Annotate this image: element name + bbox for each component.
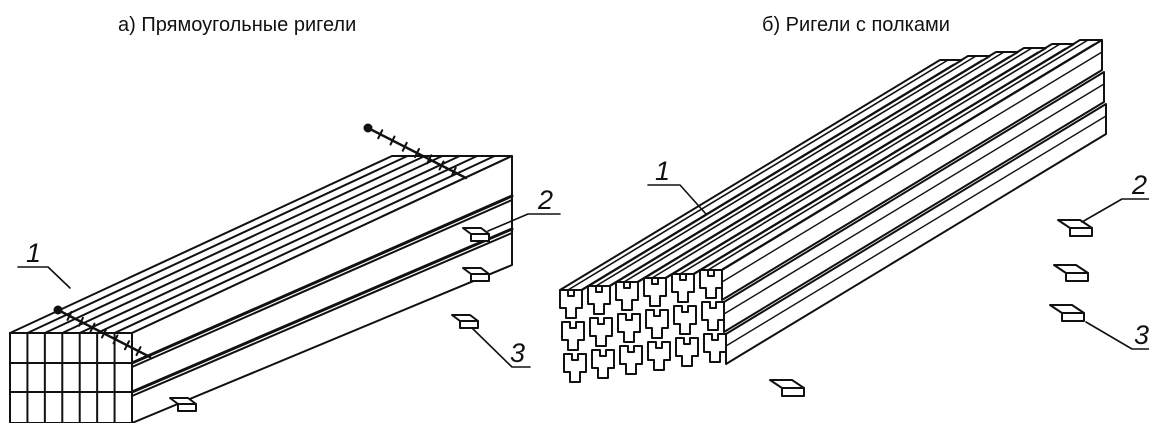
tie-tick <box>101 328 107 339</box>
beam-edge-line <box>61 155 444 334</box>
tie-tick <box>112 334 119 345</box>
label-b-2: 2 <box>1131 170 1147 200</box>
timber-pad <box>769 379 805 389</box>
flange-edge <box>651 47 1033 279</box>
crossbar-end-profile <box>615 281 639 311</box>
crossbar-end-profile <box>617 313 641 343</box>
crossbar-end-profile <box>645 309 669 339</box>
tie-tick <box>414 148 420 158</box>
flange-edge <box>573 63 955 295</box>
caption-rectangular-crossbars: а) Прямоугольные ригели <box>118 14 357 36</box>
crossbar-end-profile <box>671 273 695 303</box>
tie-tick <box>377 129 384 140</box>
timber-pad-side <box>1069 227 1093 237</box>
flange-edge <box>685 47 1067 279</box>
flange-edge <box>629 55 1011 287</box>
tie-tick <box>450 166 457 177</box>
crossbar-end-profile <box>675 337 699 367</box>
layer-gap <box>131 199 513 368</box>
flange-edge <box>725 115 1107 347</box>
beam-edge-line <box>43 155 426 334</box>
timber-pad-side <box>1061 312 1085 322</box>
label-a-1: 1 <box>26 238 41 268</box>
label-b-1: 1 <box>655 156 670 186</box>
flange-edge <box>601 59 983 291</box>
crossbar-end-profile <box>701 301 725 331</box>
timber-pad-side <box>177 403 197 412</box>
flange-edge <box>721 51 1103 283</box>
timber-pad-side <box>470 233 490 242</box>
crossbar-end-profile <box>647 341 671 371</box>
lifting-loop <box>363 123 373 133</box>
caption-flanged-crossbars: б) Ригели с полками <box>762 14 950 36</box>
timber-pad-side <box>781 387 805 397</box>
leader-lines <box>17 184 1149 368</box>
flange-edge <box>723 83 1105 315</box>
timber-pad <box>1057 219 1093 229</box>
lifting-loop <box>53 305 63 315</box>
flanged-crossbar-stack <box>559 39 1107 397</box>
beam-edge-line <box>78 155 461 334</box>
timber-pad-side <box>470 273 490 282</box>
crossbar-end-profile <box>591 349 615 379</box>
flange-edge <box>657 51 1039 283</box>
beam-edge-line <box>113 155 496 334</box>
timber-pad-side <box>1065 272 1089 282</box>
crossbar-end-profile <box>643 277 667 307</box>
flange-edge <box>707 39 1089 271</box>
label-a-2: 2 <box>537 185 553 215</box>
timber-pad-side <box>459 320 479 329</box>
tie-tick <box>426 154 433 165</box>
layer-gap <box>130 194 514 365</box>
tie-tick <box>135 346 142 357</box>
timber-pad <box>1053 264 1089 274</box>
flanged-bar-side <box>725 103 1107 365</box>
tie-tick <box>66 310 73 321</box>
timber-pads-b <box>769 219 1093 397</box>
tie-tick <box>438 160 445 171</box>
label-b-3: 3 <box>1134 320 1149 350</box>
tie-tick <box>124 340 130 351</box>
crossbar-end-profile <box>703 333 727 363</box>
crossbar-end-profile <box>699 269 723 299</box>
crossbar-end-profile <box>559 289 583 319</box>
tie-tick <box>401 141 408 152</box>
rectangular-crossbar-stack <box>9 123 514 423</box>
flanged-bar-side <box>721 39 1103 301</box>
tie-tick <box>389 135 396 146</box>
timber-pads-a <box>169 227 490 412</box>
flange-edge <box>595 55 977 287</box>
beam-edge-line <box>26 155 409 334</box>
crossbar-end-profile <box>561 321 585 351</box>
crossbar-end-profile <box>587 285 611 315</box>
flange-edge <box>623 51 1005 283</box>
tie-tick <box>78 316 84 327</box>
crossbar-end-profile <box>589 317 613 347</box>
crossbar-end-profile <box>673 305 697 335</box>
label-a-3: 3 <box>510 338 525 368</box>
timber-pad <box>1049 304 1085 314</box>
crossbar-end-profile <box>619 345 643 375</box>
crossbar-end-profile <box>563 353 587 383</box>
flange-edge <box>679 43 1061 275</box>
beam-edge-line <box>96 155 479 334</box>
tie-tick <box>89 322 96 333</box>
flanged-bar-side <box>723 71 1105 333</box>
layer-gap <box>130 227 514 394</box>
layer-gap <box>131 232 513 397</box>
flange-edge <box>567 59 949 291</box>
